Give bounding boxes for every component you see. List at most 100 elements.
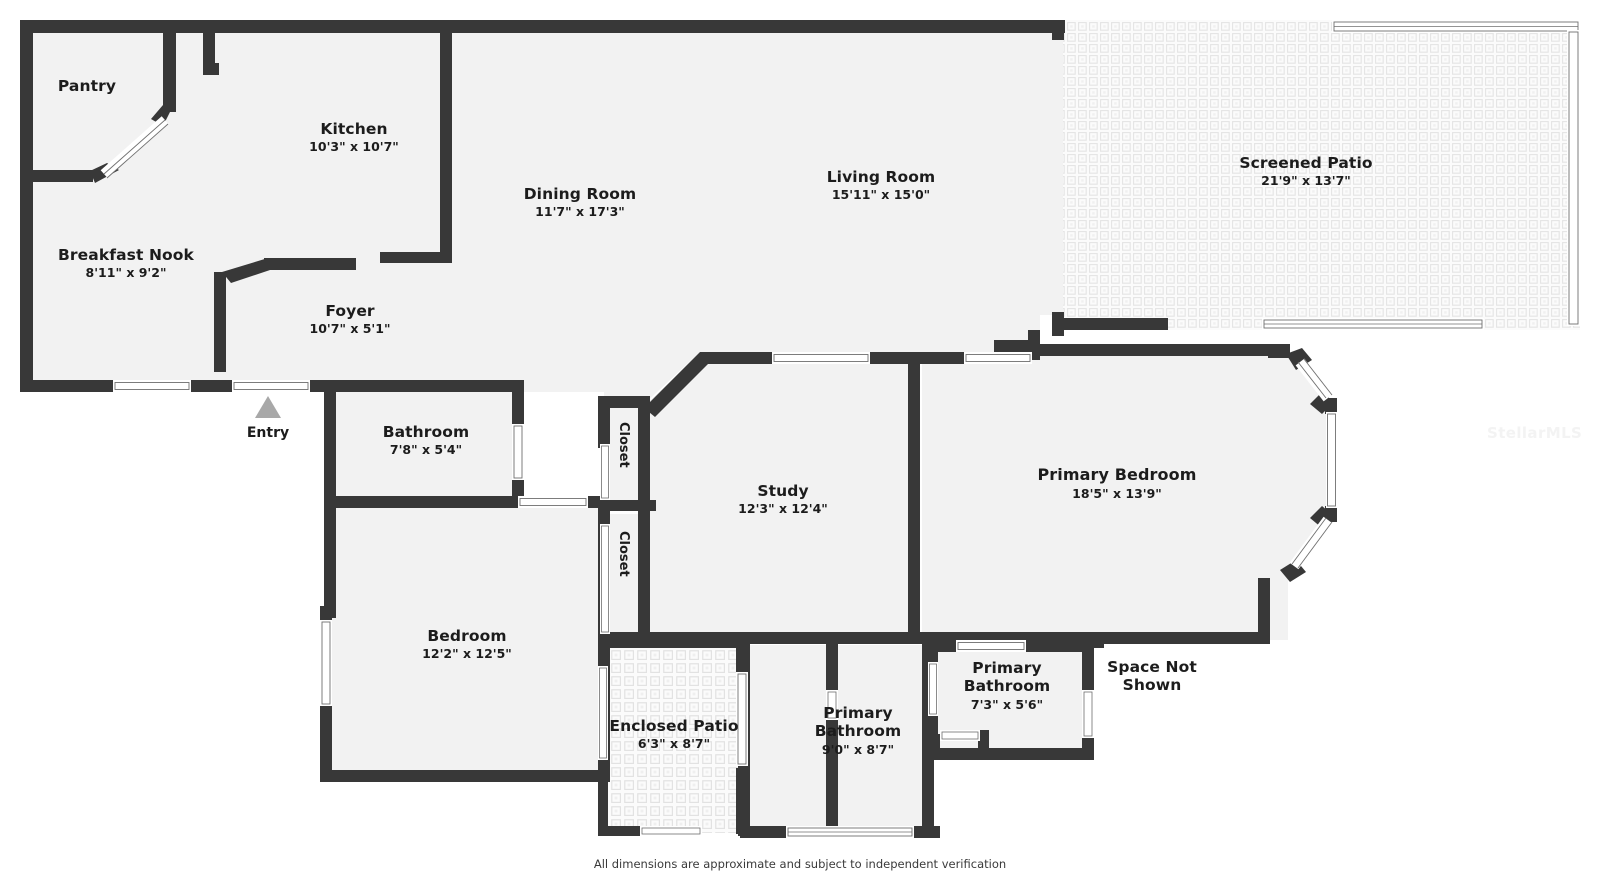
door-pb1-mid [826,690,838,720]
wall-closet-left [598,396,610,448]
entry-label: Entry [246,425,290,441]
wall-patio-left-wall [1052,24,1064,40]
entry-triangle-icon [255,396,281,418]
wall-bathroom-left [324,380,336,510]
footer-disclaimer: All dimensions are approximate and subje… [593,857,1007,871]
wall-pb1-bottom-a [740,826,792,838]
opening-study-top-a [772,352,870,364]
opening-pb2-top-line [957,642,1025,650]
wall-pbr-bay-corner-tr [1286,348,1312,370]
wall-pbr-top-right [1268,344,1290,358]
floor-closet-upper [604,404,642,508]
wall-bedroom-left-upper [324,496,336,606]
floor-primary-bathroom-2 [934,645,1092,755]
wall-pb2-left-upper [928,644,938,666]
floor-great-room [210,20,1063,408]
wall-pb2-left-lower [928,712,938,752]
floor-primary-bathroom-1 [748,645,934,833]
wall-pantry-stub [203,20,215,75]
floor-primary-bedroom [922,356,1334,640]
wall-foyer-diagonal [222,258,276,283]
wall-pantry-diagonal-upper [151,100,176,126]
floor-closet-lower [604,514,642,642]
wall-pb2-right [1082,646,1094,694]
door-pb2-nook-line [941,731,979,740]
window-enclosed-patio-left-line [599,667,607,759]
wall-pb2-bottom [934,748,1094,760]
wall-epatio-bottom [598,826,646,836]
wall-pb1-mid-upper [826,644,838,694]
wall-pantry-right [163,20,176,112]
wall-pbr-right-lower [1258,578,1270,640]
door-pb2-left [928,662,938,716]
wall-pb1-mid-lower [826,716,838,836]
window-patio-right [1567,30,1580,326]
window-enclosed-patio-bottom [640,826,702,836]
door-closet-upper [600,444,610,500]
door-hall-bathroom-line [513,425,523,479]
wall-pbr-top [1040,344,1268,356]
door-hall-bathroom [512,424,524,480]
windows-and-doors [100,20,1580,838]
door-pb2-right [1082,690,1094,738]
watermark-stellarmls: StellarMLS [1487,424,1583,442]
wall-bathroom-top [324,380,524,392]
window-nook-bottom [113,380,191,392]
door-enclosed-patio-right [736,672,748,766]
wall-top-exterior [20,20,1065,33]
wall-pb2-inner-v [978,730,989,756]
slider-patio-top [1332,20,1580,33]
door-closet-lower-line [601,525,609,633]
opening-hallway-line [519,498,587,506]
door-enclosed-patio-right-line [737,673,747,765]
wall-nook-bottom-a [20,380,115,392]
window-pbr-bay-lower [1289,516,1333,570]
wall-kitchen-right [440,20,452,260]
wall-bathroom-bottom [324,496,520,508]
door-pb2-nook [940,730,980,741]
window-enclosed-patio-left [598,666,608,760]
window-pb1-bottom [786,826,914,838]
floor-space-not-shown [1096,645,1216,755]
wall-bedroom-bottom [320,770,610,782]
wall-closet-right [638,404,650,644]
floor-study [644,354,912,640]
wall-kitchen-bottom [380,252,452,263]
wall-patio-base-left [1052,318,1168,330]
opening-study-top-a-line [773,354,869,362]
door-pb2-left-line [929,663,937,715]
opening-front-entry [232,380,310,392]
opening-hallway [518,496,588,508]
wall-closet-divider [598,500,656,511]
opening-pb2-top [956,640,1026,652]
wall-epatio-top [598,636,748,648]
window-pbr-bay-right [1326,412,1337,508]
door-pb1-mid-line [827,691,837,719]
wall-epatio-left-lower [598,760,608,836]
opening-study-top-b [964,352,1032,364]
door-closet-upper-line [601,445,609,499]
wall-study-right [908,356,920,644]
wall-pbr-bay-sw [1310,506,1334,528]
floor-bathroom [332,384,524,500]
door-pb2-right-line [1083,691,1093,737]
wall-nook-top [33,170,93,182]
door-pantry-diagonal [100,116,169,179]
window-pbr-bay-upper [1295,358,1333,402]
wall-study-top-a [700,352,776,364]
window-bedroom-left [320,620,332,706]
wall-foyer-bottom-a [206,380,234,392]
wall-pb1-bottom-b [910,826,940,838]
walls [20,20,1337,838]
wall-study-diagonal [644,352,710,417]
wall-pantry-stub-foot [203,63,219,75]
wall-bathroom-right-upper [512,380,524,426]
floor-bedroom [332,500,604,782]
wall-study-bottom-b [748,632,936,644]
floor-screened-patio [1063,20,1580,330]
wall-foyer-top [264,258,356,270]
wall-epatio-left [598,636,608,668]
door-closet-lower [600,524,610,634]
room-fills [20,20,1580,833]
